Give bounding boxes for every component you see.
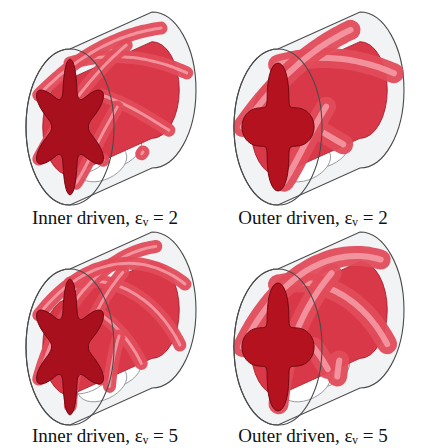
housing-rim bbox=[234, 49, 322, 205]
caption-label: Outer driven, εᵥ = 2 bbox=[238, 207, 387, 229]
rotor-lobe bbox=[101, 152, 143, 160]
caption-label: Inner driven, εᵥ = 5 bbox=[32, 425, 178, 447]
rotor-panel bbox=[234, 232, 404, 425]
rotor-end-face bbox=[37, 59, 104, 195]
rotor-end-face bbox=[242, 283, 314, 411]
rotor-panel bbox=[234, 12, 404, 205]
housing-rim bbox=[26, 269, 114, 425]
housing bbox=[234, 12, 404, 205]
caption-label: Inner driven, εᵥ = 2 bbox=[32, 207, 178, 229]
rotor-lobe bbox=[313, 347, 339, 376]
housing bbox=[234, 232, 404, 425]
rotor-panel bbox=[26, 232, 196, 425]
housing bbox=[26, 12, 196, 205]
housing bbox=[26, 232, 196, 425]
rotor-end-face bbox=[242, 63, 314, 191]
rotor-end-face bbox=[37, 279, 104, 415]
lobe-highlight bbox=[101, 152, 143, 160]
housing-rim bbox=[26, 49, 114, 205]
rotor-lobe bbox=[39, 28, 161, 95]
rotor-panel bbox=[26, 12, 196, 205]
lobe-highlight bbox=[39, 28, 161, 95]
housing-rim bbox=[234, 269, 322, 425]
lobe-highlight bbox=[313, 347, 339, 376]
caption-label: Outer driven, εᵥ = 5 bbox=[238, 425, 387, 447]
